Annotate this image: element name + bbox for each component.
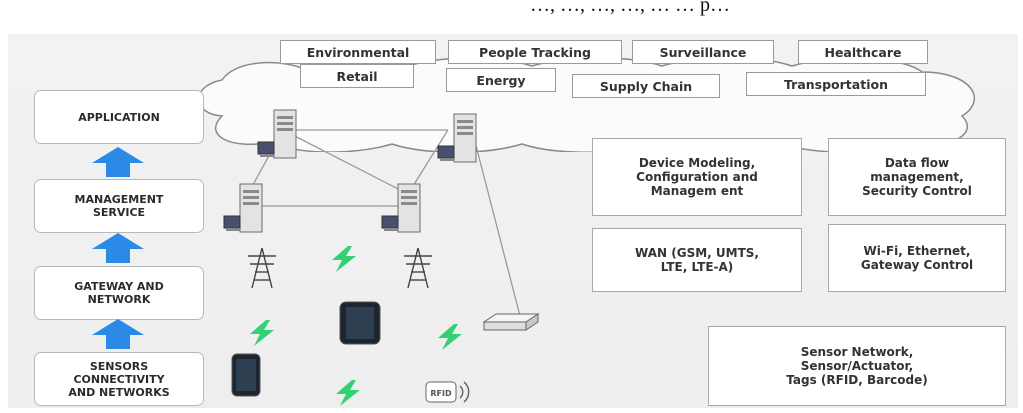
lightning-icon [250,320,274,346]
box-wifi: Wi-Fi, Ethernet, Gateway Control [828,224,1006,292]
antenna-tower-icon [404,247,432,289]
tag-transportation: Transportation [746,72,926,96]
layer-sensors-connectivity: SENSORS CONNECTIVITY AND NETWORKS [34,352,204,406]
rfid-tag-icon: RFID [425,381,470,403]
tag-environmental: Environmental [280,40,436,64]
server-icon [381,183,421,233]
lightning-icon [332,246,356,272]
up-arrow-icon [92,233,144,263]
box-wan: WAN (GSM, UMTS, LTE, LTE-A) [592,228,802,292]
cropped-caption-fragment: …, …, …, …, … … p… [530,0,730,16]
lightning-icon [438,324,462,350]
tag-healthcare: Healthcare [798,40,928,64]
tag-supply-chain: Supply Chain [572,74,720,98]
tag-people-tracking: People Tracking [448,40,622,64]
lightning-icon [336,380,360,406]
smartphone-icon [339,301,381,345]
server-icon [257,109,297,159]
tag-retail: Retail [300,64,414,88]
tag-surveillance: Surveillance [632,40,774,64]
layer-application: APPLICATION [34,90,204,144]
up-arrow-icon [92,319,144,349]
layer-management-service: MANAGEMENT SERVICE [34,179,204,233]
antenna-tower-icon [248,247,276,289]
box-sensor-network: Sensor Network, Sensor/Actuator, Tags (R… [708,326,1006,406]
layer-gateway-and-network: GATEWAY AND NETWORK [34,266,204,320]
tag-energy: Energy [446,68,556,92]
box-data-flow: Data flow management, Security Control [828,138,1006,216]
rfid-label: RFID [430,389,452,398]
up-arrow-icon [92,147,144,177]
iot-architecture-diagram: Environmental People Tracking Surveillan… [8,34,1018,408]
router-icon [482,313,540,331]
server-icon [437,113,477,163]
smartphone-icon [231,353,261,397]
box-device-modeling: Device Modeling, Configuration and Manag… [592,138,802,216]
server-icon [223,183,263,233]
